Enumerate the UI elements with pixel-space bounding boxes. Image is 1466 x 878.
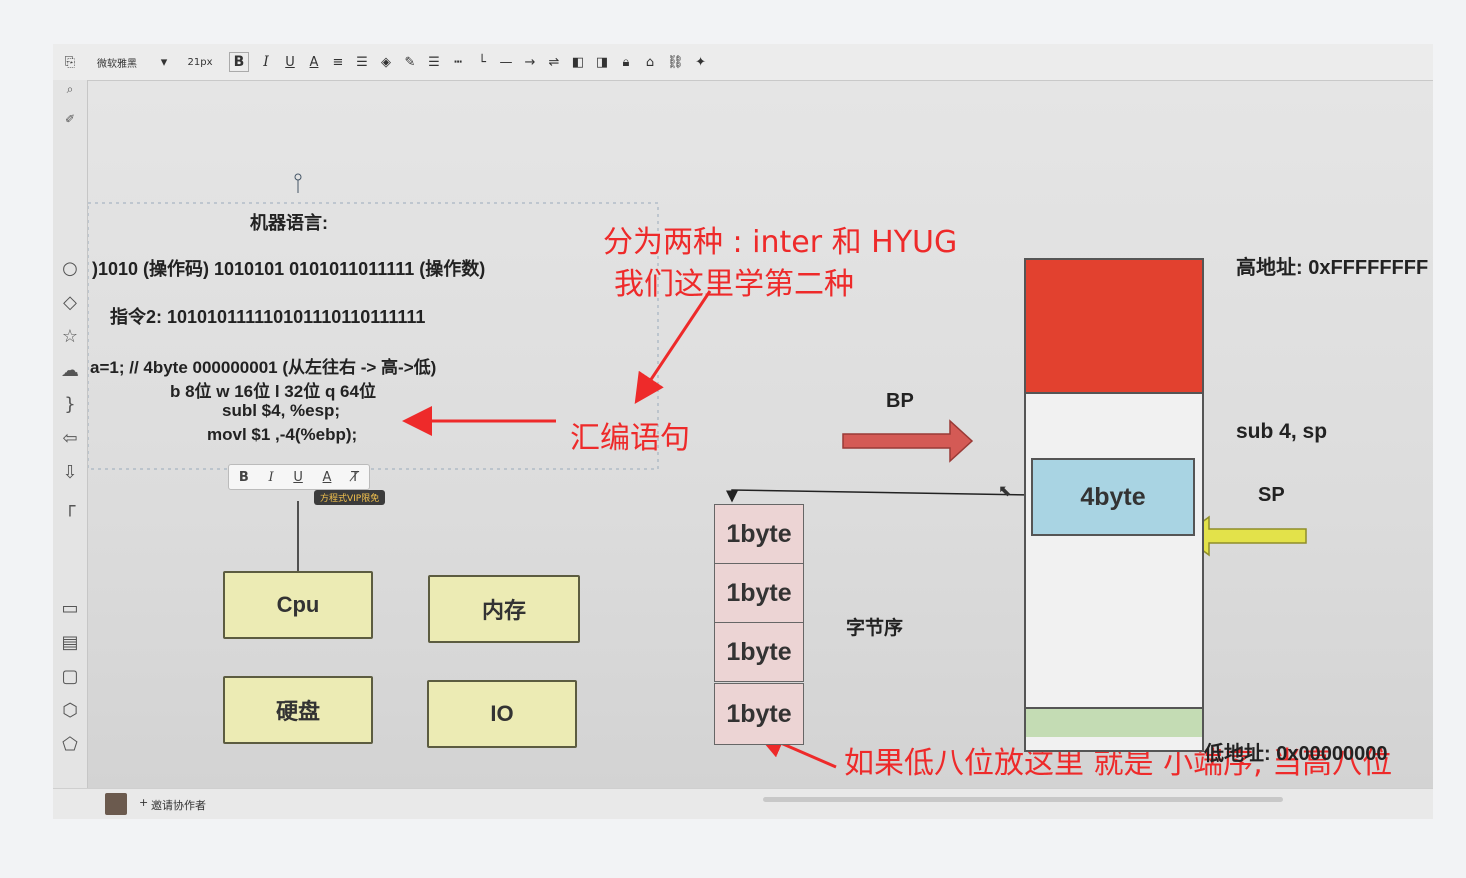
vip-badge[interactable]: 方程式VIP限免 <box>314 490 386 505</box>
sub-sp-label: sub 4, sp <box>1236 420 1328 443</box>
align-icon[interactable]: ≡ <box>332 54 344 70</box>
line-width-icon[interactable]: ☰ <box>428 54 440 70</box>
low-address-label: 低地址: 0x00000000 <box>1204 743 1388 765</box>
floating-text-toolbar: B I U A T̸ <box>228 464 370 490</box>
hexagon-shape-icon[interactable]: ⬡ <box>62 700 78 721</box>
font-size-select[interactable]: 21px <box>187 56 213 68</box>
brace-shape-icon[interactable]: } <box>64 394 76 415</box>
lock-icon[interactable]: 🔒︎ <box>622 54 630 70</box>
four-byte-block[interactable]: 4byte <box>1031 458 1195 536</box>
unlock-icon[interactable]: ⌂ <box>645 54 655 70</box>
shape-sidebar: ⌕ ✐ ○ ◇ ☆ ☁︎ } ⇦ ⇩ ┌ ▭ ▤ ▢ ⬡ ⬠ <box>53 80 88 800</box>
block-to-bytes-connector <box>726 489 1034 503</box>
disk-box[interactable]: 硬盘 <box>223 676 373 744</box>
pentagon-shape-icon[interactable]: ⬠ <box>62 734 78 755</box>
table-shape-icon[interactable]: ▤ <box>61 632 79 653</box>
add-user-icon[interactable]: + <box>139 796 149 809</box>
float-underline-button[interactable]: U <box>293 469 303 485</box>
types-annotation: 分为两种 : inter 和 HYUG <box>603 225 958 260</box>
machine-language-title: 机器语言: <box>250 213 328 233</box>
left-arrow-shape-icon[interactable]: ⇦ <box>62 428 78 449</box>
sp-label: SP <box>1258 484 1285 506</box>
diamond-shape-icon[interactable]: ◇ <box>63 292 77 313</box>
editor-toolbar: ⎘ 微软雅黑 ▾ 21px B I U A ≡ ☰ ◈ ✎ ☰ ┅ └ — → … <box>53 44 1433 81</box>
memory-box[interactable]: 内存 <box>428 575 580 643</box>
horizontal-scrollbar[interactable] <box>763 797 1283 802</box>
connector-icon[interactable]: └ <box>478 54 486 70</box>
mouse-cursor-icon: ⬉ <box>998 481 1012 500</box>
notes-line-1: )1010 (操作码) 1010101 0101011011111 (操作数) <box>92 259 486 279</box>
underline-button[interactable]: U <box>285 54 295 70</box>
io-box[interactable]: IO <box>427 680 577 748</box>
bp-label: BP <box>886 390 914 412</box>
bold-button[interactable]: B <box>229 52 249 72</box>
rotate-handle[interactable] <box>294 173 302 181</box>
cpu-box[interactable]: Cpu <box>223 571 373 639</box>
document-shape-icon[interactable]: ▭ <box>61 598 79 619</box>
photo-frame: ⎘ 微软雅黑 ▾ 21px B I U A ≡ ☰ ◈ ✎ ☰ ┅ └ — → … <box>53 44 1433 819</box>
stack-red-block <box>1026 260 1202 394</box>
notes-line-4: b 8位 w 16位 l 32位 q 64位 <box>170 382 376 401</box>
stack-green-block <box>1026 707 1202 737</box>
star-shape-icon[interactable]: ☆ <box>61 326 79 347</box>
down-arrow-shape-icon[interactable]: ⇩ <box>62 462 78 483</box>
line-color-icon[interactable]: ✎ <box>404 54 416 70</box>
second-type-annotation: 我们这里学第二种 <box>614 267 854 302</box>
types-arrow <box>634 290 712 404</box>
notes-line-3: a=1; // 4byte 000000001 (从左往右 -> 高->低) <box>90 358 437 377</box>
bottom-bar: + 邀请协作者 <box>53 788 1433 819</box>
format-painter-icon[interactable]: ⎘ <box>64 54 76 70</box>
avatar[interactable] <box>105 793 127 815</box>
distribute-icon[interactable]: ⇌ <box>548 54 560 70</box>
byte-cell-2[interactable]: 1byte <box>714 563 804 623</box>
fill-color-icon[interactable]: ◈ <box>381 54 391 70</box>
notes-line-2: 指令2: 101010111110101110110111111 <box>110 307 426 327</box>
list-icon[interactable]: ☰ <box>356 54 368 70</box>
magic-wand-icon[interactable]: ✦ <box>695 54 706 70</box>
clear-format-icon[interactable]: T̸ <box>351 469 360 485</box>
circle-shape-icon[interactable]: ○ <box>62 258 78 279</box>
byte-order-label: 字节序 <box>846 618 904 639</box>
byte-cell-4[interactable]: 1byte <box>714 683 804 745</box>
send-back-icon[interactable]: ◨ <box>595 54 609 70</box>
byte-cell-1[interactable]: 1byte <box>714 504 804 564</box>
chevron-down-icon[interactable]: ▾ <box>160 54 168 70</box>
float-bold-button[interactable]: B <box>238 469 249 485</box>
font-family-select[interactable]: 微软雅黑 <box>97 58 137 70</box>
bring-front-icon[interactable]: ◧ <box>571 54 585 70</box>
notes-line-5: subl $4, %esp; <box>222 401 341 420</box>
arrow-icon[interactable]: → <box>524 54 536 70</box>
byte-cell-3[interactable]: 1byte <box>714 622 804 682</box>
corner-shape-icon[interactable]: ┌ <box>64 496 76 517</box>
cloud-shape-icon[interactable]: ☁︎ <box>61 360 79 381</box>
search-icon[interactable]: ⌕ <box>66 82 74 96</box>
line-style-icon[interactable]: ┅ <box>454 54 462 70</box>
float-color-button[interactable]: A <box>322 469 332 485</box>
float-italic-button[interactable]: I <box>268 469 274 485</box>
font-color-button[interactable]: A <box>309 54 319 70</box>
invite-collaborator-link[interactable]: 邀请协作者 <box>151 799 206 812</box>
line-icon[interactable]: — <box>499 54 513 70</box>
drawing-canvas[interactable]: 机器语言: )1010 (操作码) 1010101 0101011011111 … <box>88 81 1433 819</box>
link-icon[interactable]: ⛓ <box>667 54 684 70</box>
bp-arrow <box>842 419 974 463</box>
assembly-annotation: 汇编语句 <box>570 421 690 456</box>
italic-button[interactable]: I <box>263 54 269 70</box>
notes-line-6: movl $1 ,-4(%ebp); <box>207 425 358 444</box>
edit-icon[interactable]: ✐ <box>64 112 76 126</box>
rounded-rect-shape-icon[interactable]: ▢ <box>61 666 79 687</box>
selection-frame <box>88 202 659 470</box>
high-address-label: 高地址: 0xFFFFFFFF <box>1236 257 1429 279</box>
